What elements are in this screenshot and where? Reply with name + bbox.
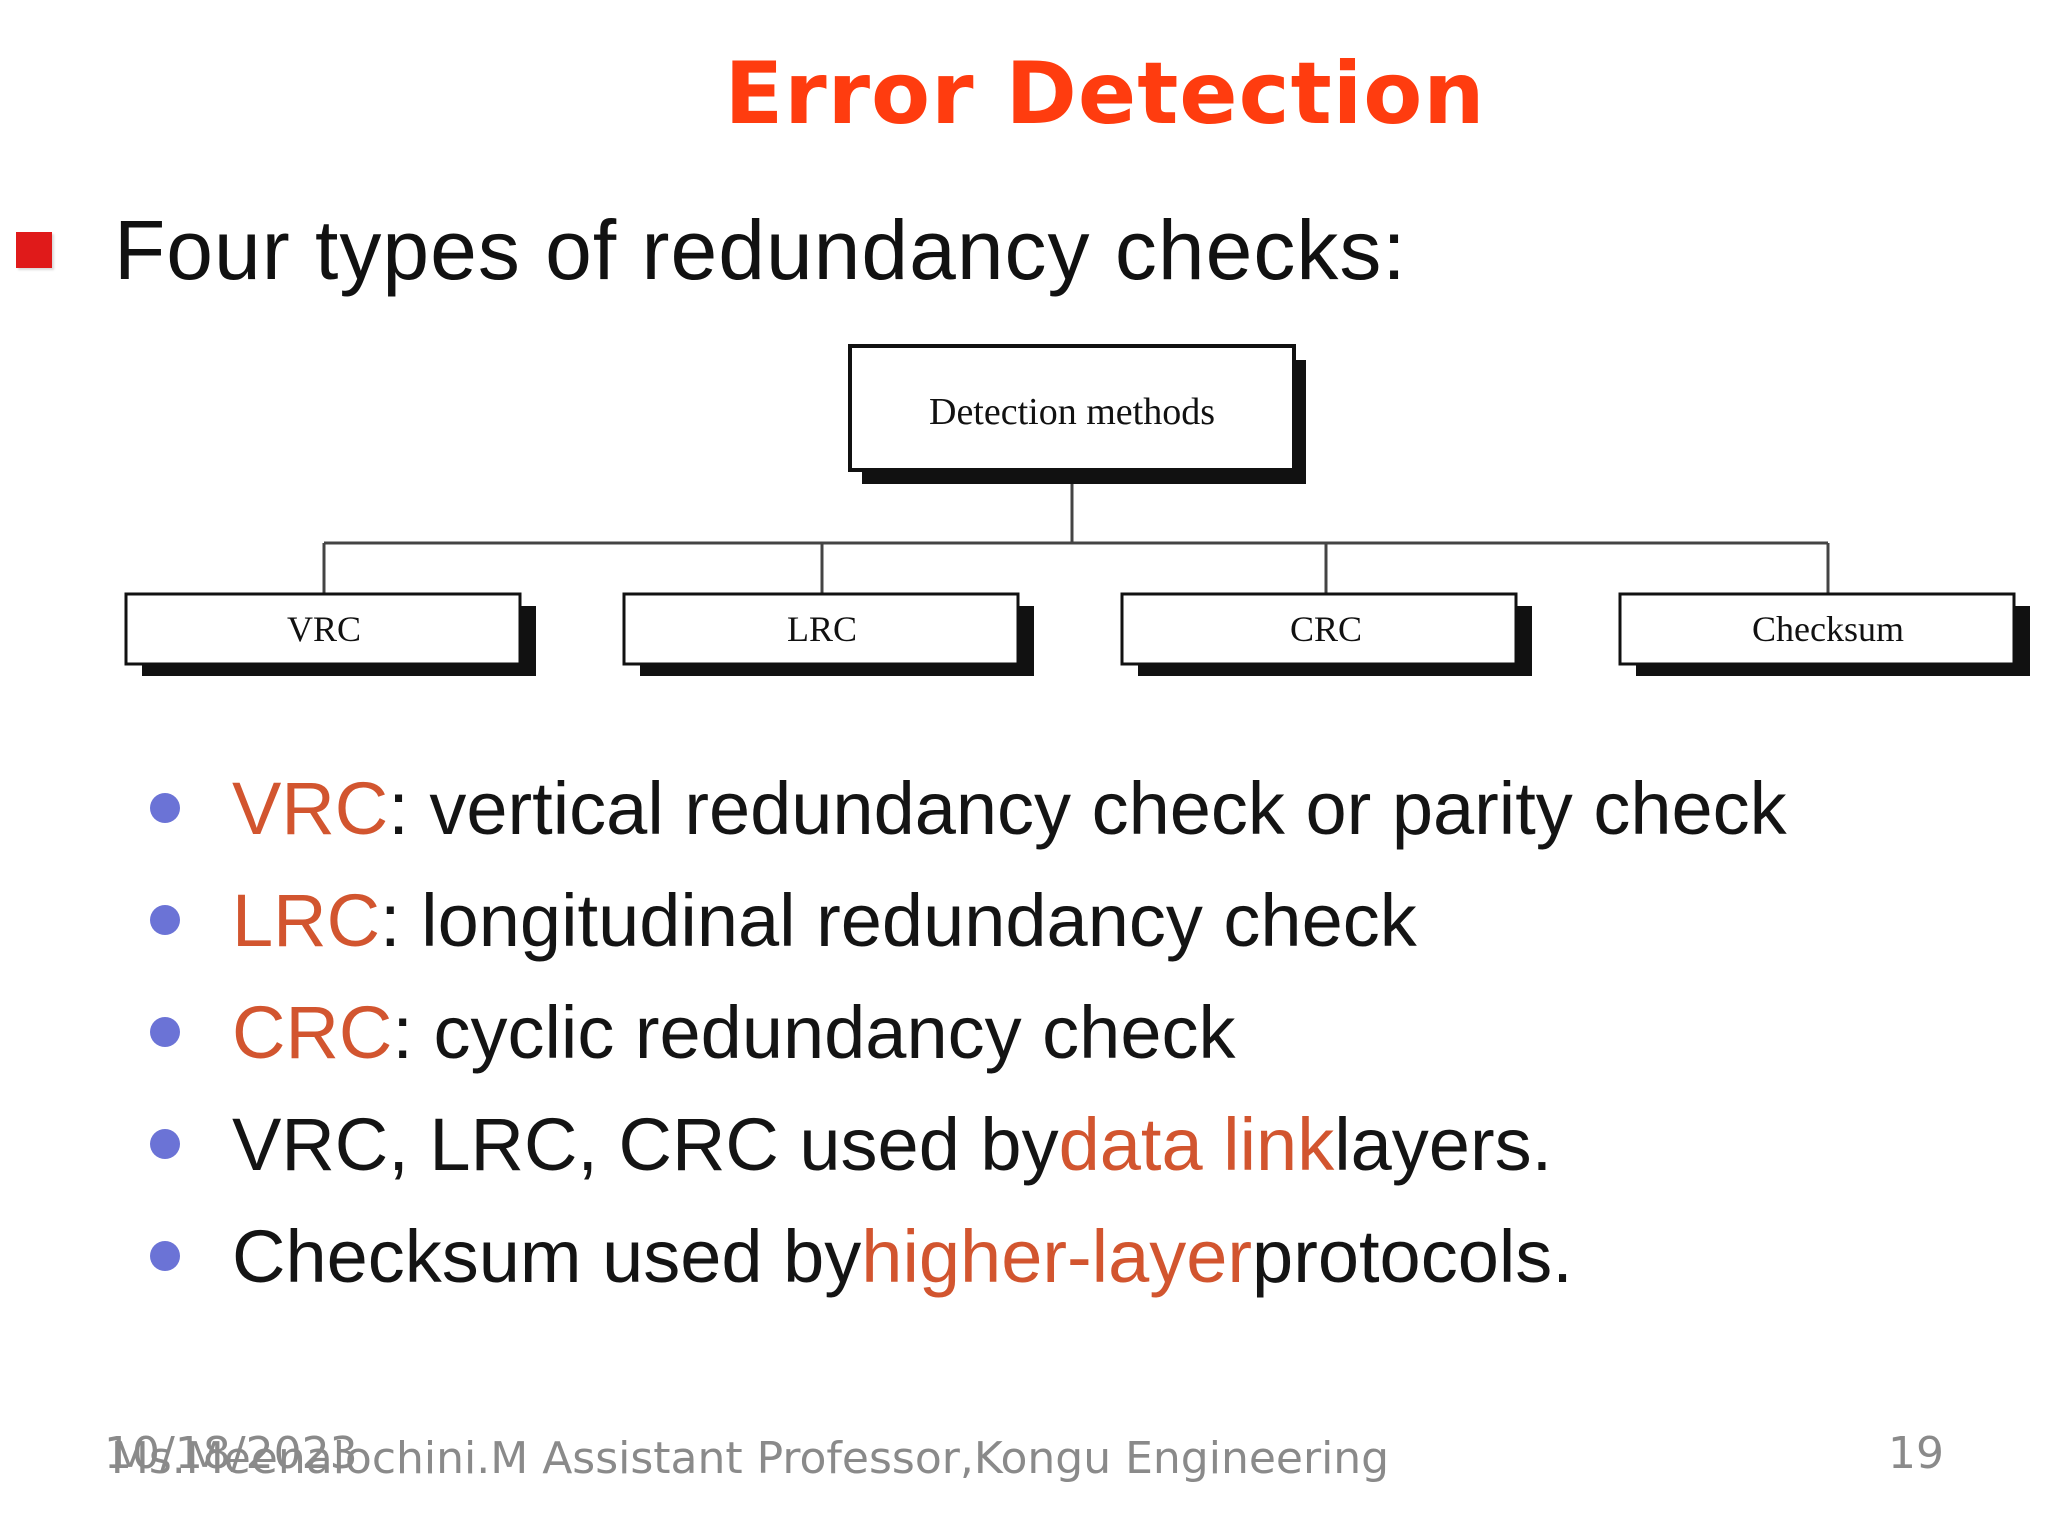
item-prefix: VRC, LRC, CRC used by bbox=[232, 1102, 1059, 1186]
item-term: VRC bbox=[232, 766, 389, 850]
node-label-crc: CRC bbox=[1290, 609, 1362, 649]
bullet-dot-icon bbox=[150, 1129, 180, 1159]
item-suffix: layers. bbox=[1334, 1102, 1553, 1186]
diagram-node-lrc: LRC bbox=[622, 592, 1034, 676]
list-item: VRC, LRC, CRC used by data link layers. bbox=[150, 1088, 1787, 1200]
item-text: : longitudinal redundancy check bbox=[380, 878, 1417, 962]
bullet-dot-icon bbox=[150, 1017, 180, 1047]
item-term: LRC bbox=[232, 878, 381, 962]
item-term: higher-layer bbox=[861, 1214, 1253, 1298]
redundancy-check-list: VRC: vertical redundancy check or parity… bbox=[150, 752, 1787, 1312]
list-item: Checksum used by higher-layer protocols. bbox=[150, 1200, 1787, 1312]
main-bullet-item: Four types of redundancy checks: bbox=[16, 200, 1407, 300]
slide-title: Error Detection bbox=[724, 44, 1486, 144]
diagram-root-node: Detection methods bbox=[848, 344, 1306, 484]
detection-methods-diagram: Detection methods VRC LRC CRC Checksum bbox=[124, 344, 2030, 676]
footer-author: Ms.Meenalochini.M Assistant Professor,Ko… bbox=[110, 1433, 1390, 1484]
diagram-node-vrc: VRC bbox=[124, 592, 536, 676]
item-text: : cyclic redundancy check bbox=[392, 990, 1236, 1074]
slide-number: 19 bbox=[1888, 1428, 1944, 1479]
footer-date: 10/18/2023 bbox=[104, 1428, 358, 1479]
item-suffix: protocols. bbox=[1252, 1214, 1573, 1298]
list-item: VRC: vertical redundancy check or parity… bbox=[150, 752, 1787, 864]
node-label-lrc: LRC bbox=[787, 609, 857, 649]
node-label-checksum: Checksum bbox=[1752, 609, 1904, 649]
diagram-node-crc: CRC bbox=[1120, 592, 1532, 676]
intro-text: Four types of redundancy checks: bbox=[114, 202, 1407, 297]
root-node-label: Detection methods bbox=[929, 391, 1215, 433]
item-text: : vertical redundancy check or parity ch… bbox=[388, 766, 1787, 850]
bullet-dot-icon bbox=[150, 905, 180, 935]
item-term: CRC bbox=[232, 990, 393, 1074]
diagram-node-checksum: Checksum bbox=[1618, 592, 2030, 676]
list-item: LRC: longitudinal redundancy check bbox=[150, 864, 1787, 976]
node-label-vrc: VRC bbox=[287, 609, 361, 649]
item-term: data link bbox=[1058, 1102, 1335, 1186]
square-bullet-icon bbox=[16, 232, 52, 268]
bullet-dot-icon bbox=[150, 793, 180, 823]
item-prefix: Checksum used by bbox=[232, 1214, 862, 1298]
list-item: CRC: cyclic redundancy check bbox=[150, 976, 1787, 1088]
bullet-dot-icon bbox=[150, 1241, 180, 1271]
